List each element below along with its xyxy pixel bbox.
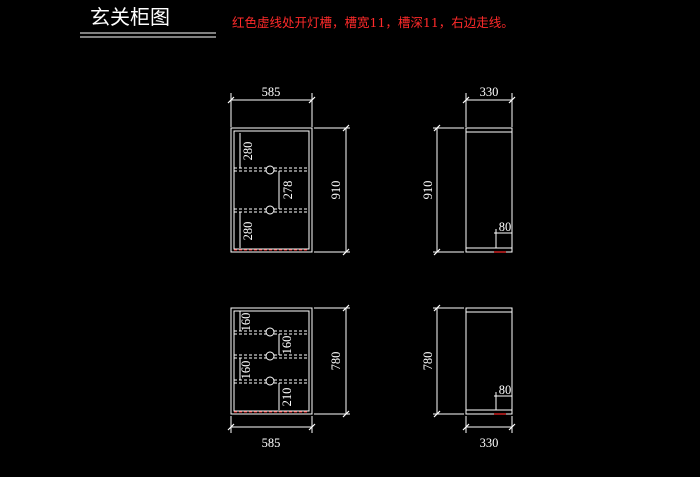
lower-side-height-tick-bottom [433, 410, 441, 418]
lower-dim-lower-label: 160 [239, 361, 253, 380]
upper-front-height-tick-top [342, 124, 350, 132]
upper-side-depth-label: 330 [480, 85, 499, 99]
upper-dim-mid-label: 278 [281, 181, 295, 200]
upper-side-groove-label: 80 [499, 220, 512, 234]
lower-cabinet-inner-outline [233, 310, 310, 412]
lower-hinge-hole-2 [265, 351, 275, 361]
lower-side-height-tick-top [433, 304, 441, 312]
upper-front-width-tick-right [308, 96, 316, 104]
upper-side-view: 330 910 80 [421, 85, 516, 256]
upper-front-height-label: 910 [329, 181, 343, 200]
lower-front-width-tick-left [227, 423, 235, 431]
upper-dim-bottom-label: 280 [241, 222, 255, 241]
upper-front-width-tick-left [227, 96, 235, 104]
upper-side-height-tick-bottom [433, 248, 441, 256]
upper-side-depth-tick-left [462, 96, 470, 104]
drawing-note: 红色虚线处开灯槽，槽宽11，槽深11，右边走线。 [232, 15, 514, 30]
upper-side-height-tick-top [433, 124, 441, 132]
lower-side-outline [465, 307, 513, 415]
upper-dim-top-label: 280 [241, 142, 255, 161]
lower-dim-top-label: 160 [239, 313, 253, 332]
lower-dim-mid-label: 160 [280, 336, 294, 355]
lower-dim-bottom-label: 210 [280, 388, 294, 407]
lower-front-view: 160 160 160 210 780 585 [227, 304, 350, 450]
upper-front-width-label: 585 [262, 85, 281, 99]
upper-cabinet-outline [230, 127, 313, 253]
upper-side-outline [465, 127, 513, 253]
lower-side-groove-label: 80 [499, 383, 512, 397]
lower-front-width-label: 585 [262, 436, 281, 450]
lower-side-depth-tick-left [462, 423, 470, 431]
lower-side-depth-label: 330 [480, 436, 499, 450]
lower-hinge-hole-1 [265, 327, 275, 337]
upper-cabinet-inner-outline [233, 130, 310, 250]
upper-hinge-hole-2 [265, 205, 275, 215]
drawing-title: 玄关柜图 [90, 5, 170, 29]
lower-side-view: 780 80 330 [421, 304, 516, 450]
lower-hinge-hole-3 [265, 376, 275, 386]
lower-front-height-tick-bottom [342, 410, 350, 418]
lower-front-height-tick-top [342, 304, 350, 312]
upper-side-depth-tick-right [508, 96, 516, 104]
lower-side-height-label: 780 [421, 352, 435, 371]
lower-side-depth-tick-right [508, 423, 516, 431]
upper-hinge-hole-1 [265, 165, 275, 175]
upper-front-height-tick-bottom [342, 248, 350, 256]
lower-front-width-tick-right [308, 423, 316, 431]
lower-cabinet-outline [230, 307, 313, 415]
upper-side-height-label: 910 [421, 181, 435, 200]
upper-front-view: 585 280 278 280 910 [227, 85, 350, 256]
lower-front-height-label: 780 [329, 352, 343, 371]
